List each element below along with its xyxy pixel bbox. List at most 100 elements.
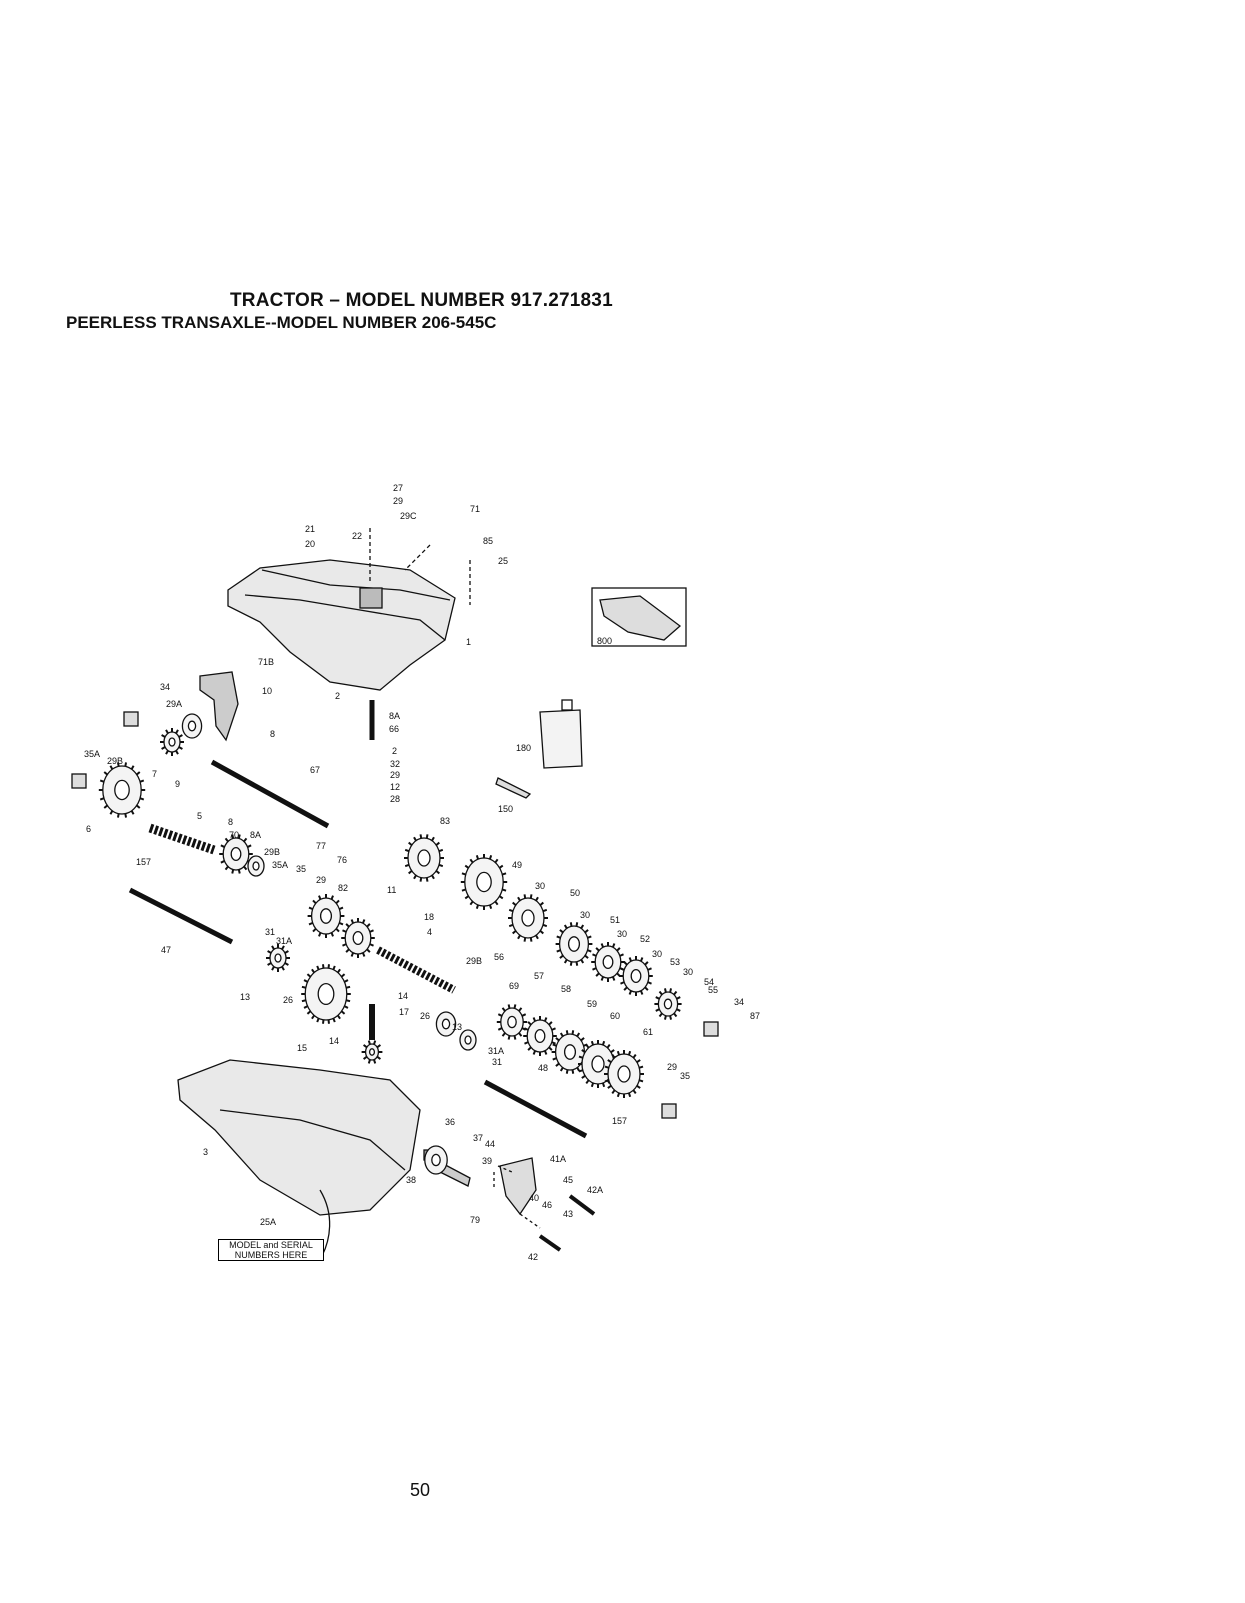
washer	[424, 1145, 448, 1175]
part-label: 8	[228, 817, 234, 827]
part-label: 157	[612, 1116, 628, 1126]
part-label: 54	[704, 977, 715, 987]
gear	[341, 918, 375, 958]
oil-bottle	[539, 709, 583, 769]
part-label: 29A	[166, 699, 183, 709]
part-label: 70	[229, 830, 240, 840]
brake-lever	[499, 1157, 537, 1216]
part-label: 2	[335, 691, 341, 701]
part-label: 34	[734, 997, 745, 1007]
shaft-4	[376, 946, 456, 994]
bushing-35a	[71, 773, 87, 789]
part-label: 29	[667, 1062, 678, 1072]
part-label: 67	[310, 765, 321, 775]
bolt-42a	[568, 1194, 596, 1216]
part-label: 29	[390, 770, 401, 780]
part-label: 7	[152, 769, 158, 779]
part-label: 39	[482, 1156, 493, 1166]
part-label: 35A	[272, 860, 289, 870]
gear	[460, 854, 508, 910]
part-label: 10	[262, 686, 273, 696]
page-subtitle: PEERLESS TRANSAXLE--MODEL NUMBER 206-545…	[66, 313, 497, 332]
shaft-67	[210, 759, 330, 829]
part-label: 52	[640, 934, 651, 944]
part-label: 59	[587, 999, 598, 1009]
gear	[361, 1040, 383, 1064]
shaft-48	[483, 1079, 588, 1139]
part-label: 46	[542, 1200, 553, 1210]
part-label: 29	[316, 875, 327, 885]
shift-fork	[199, 671, 239, 742]
part-label: 53	[670, 957, 681, 967]
part-label: 6	[86, 824, 92, 834]
gear	[591, 942, 625, 982]
gear	[523, 1016, 557, 1056]
part-label: 30	[580, 910, 591, 920]
part-label: 50	[570, 888, 581, 898]
part-label: 61	[643, 1027, 654, 1037]
part-label: 40	[529, 1193, 540, 1203]
gear	[266, 944, 290, 972]
part-label: 79	[470, 1215, 481, 1225]
part-label: 13	[240, 992, 251, 1002]
part-label: 31	[265, 927, 276, 937]
gear	[160, 728, 184, 756]
part-label: 25A	[260, 1217, 277, 1227]
part-label: 32	[390, 759, 401, 769]
washer	[435, 1011, 457, 1037]
part-label: 30	[617, 929, 628, 939]
lower-housing	[177, 1059, 421, 1216]
part-label: 51	[610, 915, 621, 925]
part-label: 29B	[466, 956, 483, 966]
part-label: 17	[399, 1007, 410, 1017]
part-label: 30	[683, 967, 694, 977]
housing-ridge	[244, 594, 446, 641]
gear	[219, 834, 253, 874]
part-label: 13	[452, 1022, 463, 1032]
gear	[496, 1004, 528, 1040]
part-label: 180	[516, 743, 532, 753]
part-label: 4	[427, 927, 433, 937]
shaft-47	[128, 887, 234, 945]
part-label: 2	[392, 746, 398, 756]
gear-set	[98, 713, 682, 1175]
part-label: 31	[492, 1057, 503, 1067]
part-label: 800	[597, 636, 613, 646]
part-label: 49	[512, 860, 523, 870]
part-label: 69	[509, 981, 520, 991]
part-label: 35A	[84, 749, 101, 759]
housing-boss	[359, 587, 383, 609]
part-label: 57	[534, 971, 545, 981]
part-label: 48	[538, 1063, 549, 1073]
inset-transaxle	[599, 595, 682, 641]
part-label: 31A	[488, 1046, 505, 1056]
part-label: 37	[473, 1133, 484, 1143]
shaft-5	[148, 823, 216, 855]
part-label: 55	[708, 985, 719, 995]
part-label: 60	[610, 1011, 621, 1021]
part-label: 71B	[258, 657, 275, 667]
part-label: 12	[390, 782, 401, 792]
bushing-87	[703, 1021, 719, 1037]
part-label: 34	[160, 682, 171, 692]
hardware-leaders	[369, 528, 471, 605]
part-label: 35	[680, 1071, 691, 1081]
part-label: 14	[329, 1036, 340, 1046]
sealant-tube	[495, 777, 532, 799]
part-label: 15	[297, 1043, 308, 1053]
serial-tag-lead	[319, 1189, 331, 1257]
part-label: 82	[338, 883, 349, 893]
part-label: 8	[270, 729, 276, 739]
part-label: 71	[470, 504, 481, 514]
part-label: 29C	[400, 511, 417, 521]
page-number: 50	[410, 1480, 431, 1500]
gear	[307, 894, 345, 938]
gear	[98, 762, 146, 818]
part-label: 77	[316, 841, 327, 851]
part-label: 29B	[264, 847, 281, 857]
gear	[654, 988, 682, 1020]
serial-plate: MODEL and SERIAL NUMBERS HERE	[218, 1239, 324, 1261]
part-label: 42	[528, 1252, 539, 1262]
page-title: TRACTOR – MODEL NUMBER 917.271831	[230, 290, 613, 311]
